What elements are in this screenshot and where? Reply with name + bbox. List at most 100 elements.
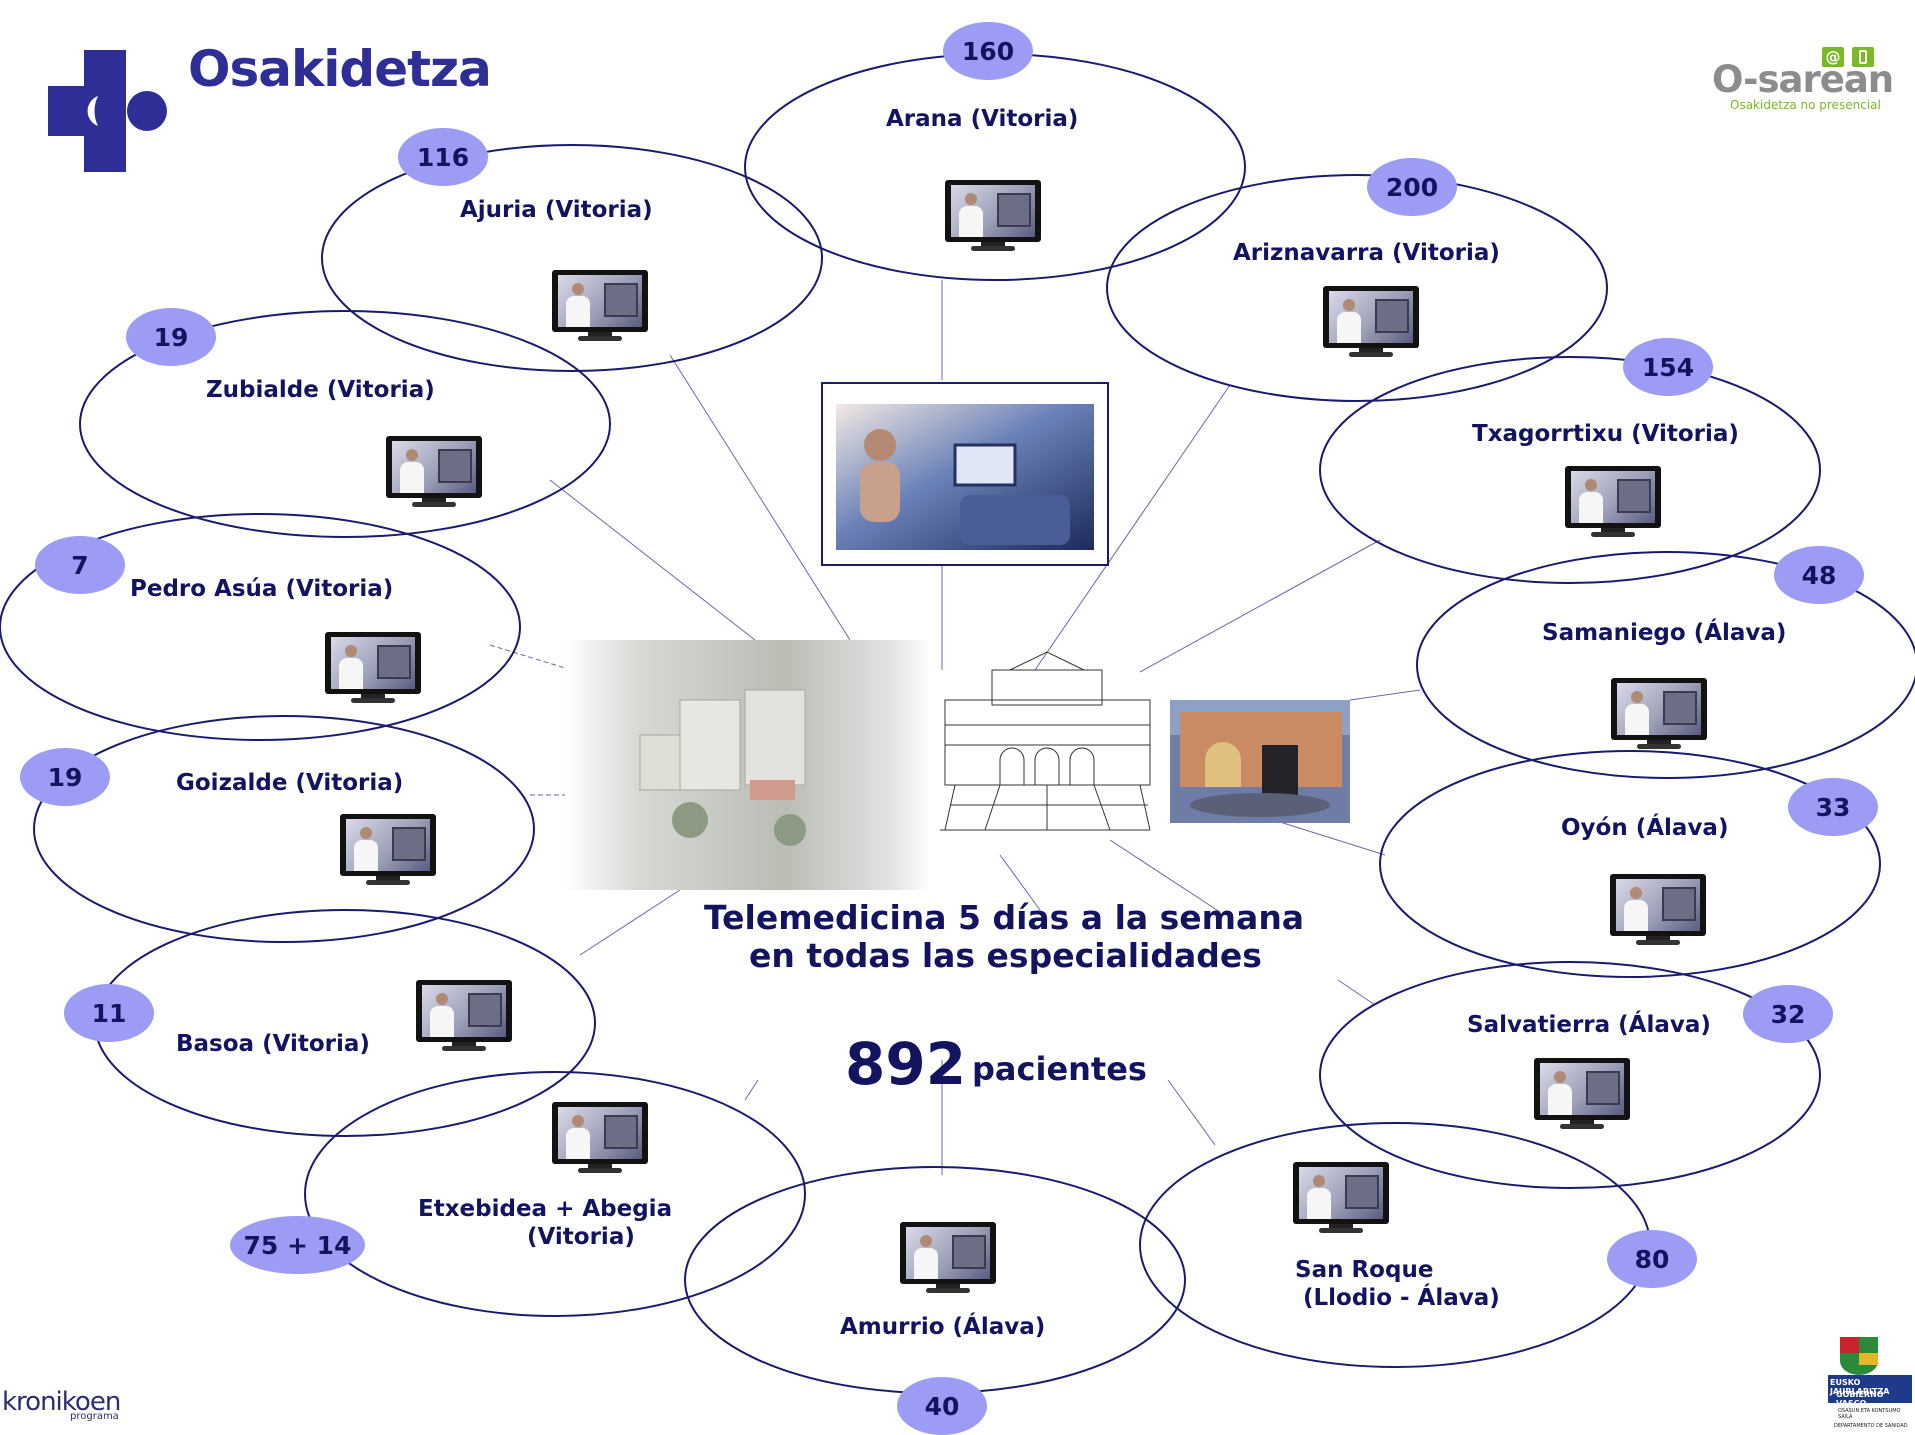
connector-etxebidea (744, 1079, 759, 1101)
center-label-pedro-asua: Pedro Asúa (Vitoria) (130, 576, 394, 602)
center-label-basoa: Basoa (Vitoria) (176, 1031, 370, 1057)
tv-monitor-icon (552, 270, 648, 342)
connector-samaniego (1349, 689, 1421, 701)
connector-salvatierra (1337, 979, 1376, 1006)
tv-monitor-icon (1323, 286, 1419, 358)
clinic-building (1180, 712, 1342, 787)
hospital-building-3 (639, 734, 681, 791)
tv-monitor-icon (900, 1222, 996, 1294)
total-patients-unit: pacientes (972, 1050, 1147, 1088)
connector-pedro-asua (489, 644, 566, 669)
photo-person-head (864, 429, 896, 461)
headline-line2: en todas las especialidades (749, 936, 1262, 975)
tv-monitor-icon (1565, 466, 1661, 538)
ellipse-goizalde (33, 715, 535, 943)
gobierno-line4: DEPARTAMENTO DE SANIDAD (1834, 1423, 1908, 1429)
hospital-tree-2 (774, 814, 806, 846)
osarean-wordmark: O-sarean (1712, 58, 1894, 101)
center-label-zubialde: Zubialde (Vitoria) (206, 377, 435, 403)
osarean-tagline: Osakidetza no presencial (1730, 98, 1881, 112)
center-label-san-roque-line1: San Roque (1295, 1257, 1434, 1283)
photo-screen (953, 443, 1017, 487)
ellipse-ariznavarra (1106, 174, 1608, 402)
photo-person-body (860, 462, 900, 522)
email-icon: @ (1822, 47, 1844, 67)
hospital-roof (750, 780, 795, 800)
center-label-ajuria: Ajuria (Vitoria) (460, 197, 653, 223)
ellipse-txagorrtixu (1319, 356, 1821, 584)
tv-monitor-icon (325, 632, 421, 704)
connector-zubialde (549, 479, 756, 641)
center-label-txagorrtixu: Txagorrtixu (Vitoria) (1472, 421, 1739, 447)
count-badge-ajuria: 116 (398, 128, 488, 186)
kronikoen-wordmark: kronikoen (2, 1387, 121, 1417)
hospital-building-1 (679, 699, 741, 791)
connector-oyon (1279, 821, 1386, 856)
ellipse-salvatierra (1319, 961, 1821, 1189)
hospital-line-drawing (940, 651, 1151, 831)
count-badge-oyon: 33 (1788, 778, 1878, 836)
clinic-arch (1205, 742, 1241, 787)
connector-basoa (579, 889, 681, 956)
gobierno-line3: OSASUN ETA KONTSUMO SAILA (1838, 1408, 1901, 1420)
connector-center-b (1109, 839, 1221, 913)
count-badge-etxebidea: 75 + 14 (230, 1216, 365, 1274)
count-badge-amurrio: 40 (897, 1377, 987, 1435)
tv-monitor-icon (340, 814, 436, 886)
phone-icon (1852, 47, 1874, 67)
connector-center-a (999, 854, 1041, 911)
tv-monitor-icon (945, 180, 1041, 252)
ellipse-zubialde (79, 310, 611, 538)
center-label-ariznavarra: Ariznavarra (Vitoria) (1233, 240, 1500, 266)
center-label-samaniego: Samaniego (Álava) (1542, 620, 1787, 646)
total-patients-number: 892 (845, 1030, 967, 1098)
ellipse-ajuria (321, 144, 823, 372)
count-badge-arana: 160 (943, 22, 1033, 80)
gobierno-banner (1828, 1375, 1912, 1403)
count-badge-txagorrtixu: 154 (1623, 338, 1713, 396)
count-badge-salvatierra: 32 (1743, 985, 1833, 1043)
center-label-amurrio: Amurrio (Álava) (840, 1314, 1046, 1340)
ellipse-samaniego (1416, 551, 1915, 779)
center-label-arana: Arana (Vitoria) (886, 106, 1079, 132)
connector-ariznavarra (1034, 384, 1231, 671)
headline-line1: Telemedicina 5 días a la semana (704, 898, 1305, 937)
ellipse-oyon (1379, 750, 1881, 978)
osakidetza-emblem-icon (48, 50, 167, 172)
ellipse-pedro-asua (0, 513, 521, 741)
count-badge-ariznavarra: 200 (1367, 158, 1457, 216)
count-badge-san-roque: 80 (1607, 1230, 1697, 1288)
tv-monitor-icon (1611, 678, 1707, 750)
tv-monitor-icon (386, 436, 482, 508)
tv-monitor-icon (416, 980, 512, 1052)
gobierno-line2: GOBIERNO VASCO (1836, 1390, 1884, 1408)
clinic-plaza (1190, 793, 1330, 817)
count-badge-goizalde: 19 (20, 748, 110, 806)
gobierno-line1: EUSKO JAURLARITZA (1830, 1378, 1890, 1396)
photo-group (960, 495, 1070, 545)
coat-of-arms-icon (1840, 1337, 1878, 1375)
count-badge-basoa: 11 (64, 984, 154, 1042)
center-label-goizalde: Goizalde (Vitoria) (176, 770, 404, 796)
center-label-etxebidea-line2: (Vitoria) (527, 1224, 635, 1250)
center-label-oyon: Oyón (Álava) (1561, 815, 1729, 841)
ellipse-basoa (94, 909, 596, 1137)
center-label-salvatierra: Salvatierra (Álava) (1467, 1012, 1711, 1038)
tv-monitor-icon (1293, 1162, 1389, 1234)
count-badge-zubialde: 19 (126, 308, 216, 366)
hospital-tree-1 (672, 802, 708, 838)
center-label-san-roque-line2: (Llodio - Álava) (1303, 1285, 1500, 1311)
tv-monitor-icon (1610, 874, 1706, 946)
tv-monitor-icon (1534, 1058, 1630, 1130)
count-badge-pedro-asua: 7 (35, 536, 125, 594)
ellipse-etxebidea (304, 1071, 806, 1317)
tv-monitor-icon (552, 1102, 648, 1174)
osakidetza-wordmark: Osakidetza (188, 40, 492, 98)
center-label-etxebidea-line1: Etxebidea + Abegia (418, 1196, 673, 1222)
connector-san-roque (1167, 1079, 1216, 1146)
connector-txagorrtixu (1139, 539, 1381, 673)
connector-ajuria (669, 354, 851, 641)
ellipse-san-roque (1139, 1122, 1651, 1368)
kronikoen-sub: programa (70, 1411, 119, 1422)
